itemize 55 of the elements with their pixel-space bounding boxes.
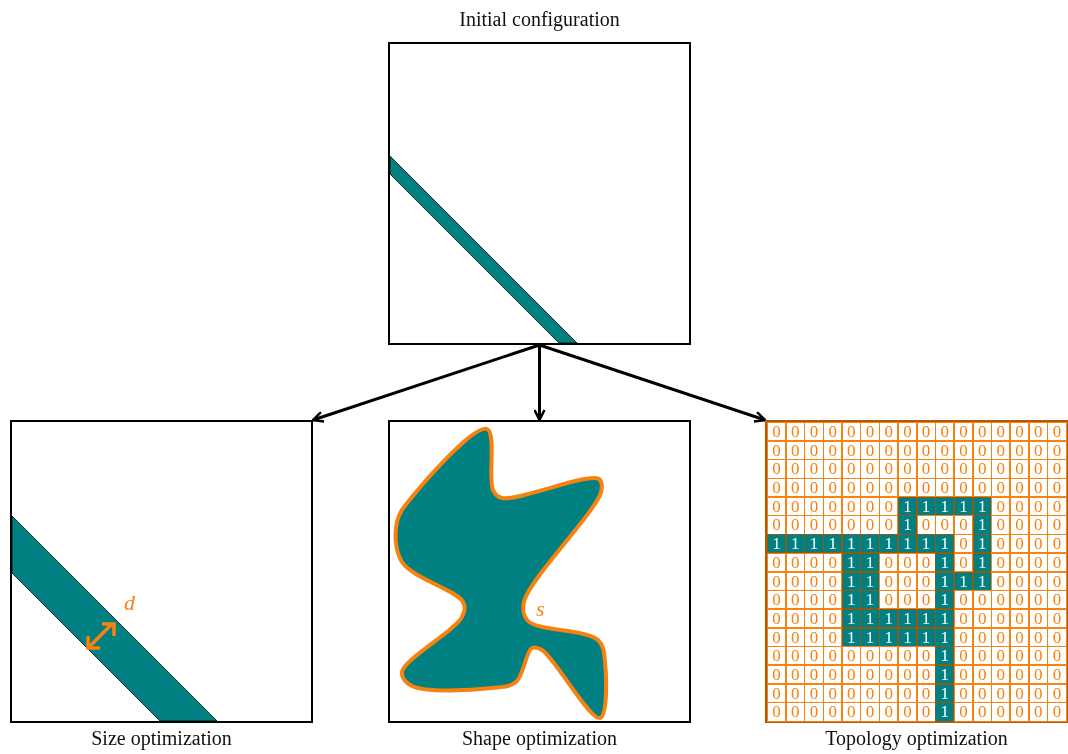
grid-cell: 0 xyxy=(767,702,787,722)
grid-cell: 0 xyxy=(879,646,899,666)
grid-cell: 0 xyxy=(823,422,843,442)
panel-caption: Topology optimization xyxy=(825,727,1008,750)
grid-cell: 0 xyxy=(991,534,1011,554)
grid-cell: 0 xyxy=(935,422,955,442)
grid-cell: 0 xyxy=(879,702,899,722)
grid-cell: 0 xyxy=(804,422,824,442)
grid-cell: 0 xyxy=(767,422,787,442)
grid-cell: 0 xyxy=(935,515,955,535)
grid-cell: 0 xyxy=(1047,590,1067,610)
grid-cell: 0 xyxy=(879,590,899,610)
arrow xyxy=(311,343,540,423)
grid-cell: 0 xyxy=(823,590,843,610)
grid-cell: 1 xyxy=(935,646,955,666)
grid-cell: 0 xyxy=(1047,702,1067,722)
grid-cell: 1 xyxy=(767,534,787,554)
grid-cell: 0 xyxy=(1047,534,1067,554)
grid-cell: 0 xyxy=(860,646,880,666)
grid-cell: 0 xyxy=(935,478,955,498)
grid-cell: 1 xyxy=(860,590,880,610)
grid-cell: 0 xyxy=(767,590,787,610)
grid-cell: 1 xyxy=(823,534,843,554)
grid-cell: 0 xyxy=(1047,646,1067,666)
grid-cell: 0 xyxy=(860,422,880,442)
grid-cell: 1 xyxy=(860,534,880,554)
grid-cell: 0 xyxy=(1047,422,1067,442)
grid-cell: 0 xyxy=(991,515,1011,535)
grid-cell: 1 xyxy=(935,590,955,610)
grid-cell: 0 xyxy=(767,478,787,498)
grid-cell: 0 xyxy=(991,422,1011,442)
grid-cell: 0 xyxy=(767,515,787,535)
grid-cell: 0 xyxy=(1047,478,1067,498)
grid-cell: 1 xyxy=(804,534,824,554)
grid-cell: 0 xyxy=(991,702,1011,722)
grid-cell: 0 xyxy=(823,478,843,498)
grid-cell: 0 xyxy=(991,646,1011,666)
variable-label: s xyxy=(536,598,545,620)
panel-caption: Size optimization xyxy=(91,727,232,750)
grid-cell: 0 xyxy=(767,646,787,666)
panel-caption: Shape optimization xyxy=(462,727,617,750)
variable-label: d xyxy=(124,592,135,614)
grid-cell: 0 xyxy=(823,646,843,666)
grid-cell: 0 xyxy=(879,422,899,442)
grid-cell: 0 xyxy=(879,478,899,498)
grid-cell: 1 xyxy=(879,534,899,554)
arrow xyxy=(533,345,546,422)
grid-cell: 1 xyxy=(935,702,955,722)
grid-cell: 0 xyxy=(991,590,1011,610)
grid-cell: 0 xyxy=(767,459,787,479)
grid-cell: 0 xyxy=(991,478,1011,498)
grid-cell: 1 xyxy=(935,534,955,554)
grid-cell: 0 xyxy=(823,702,843,722)
panel-caption: Initial configuration xyxy=(459,8,620,31)
arrow xyxy=(539,343,767,423)
